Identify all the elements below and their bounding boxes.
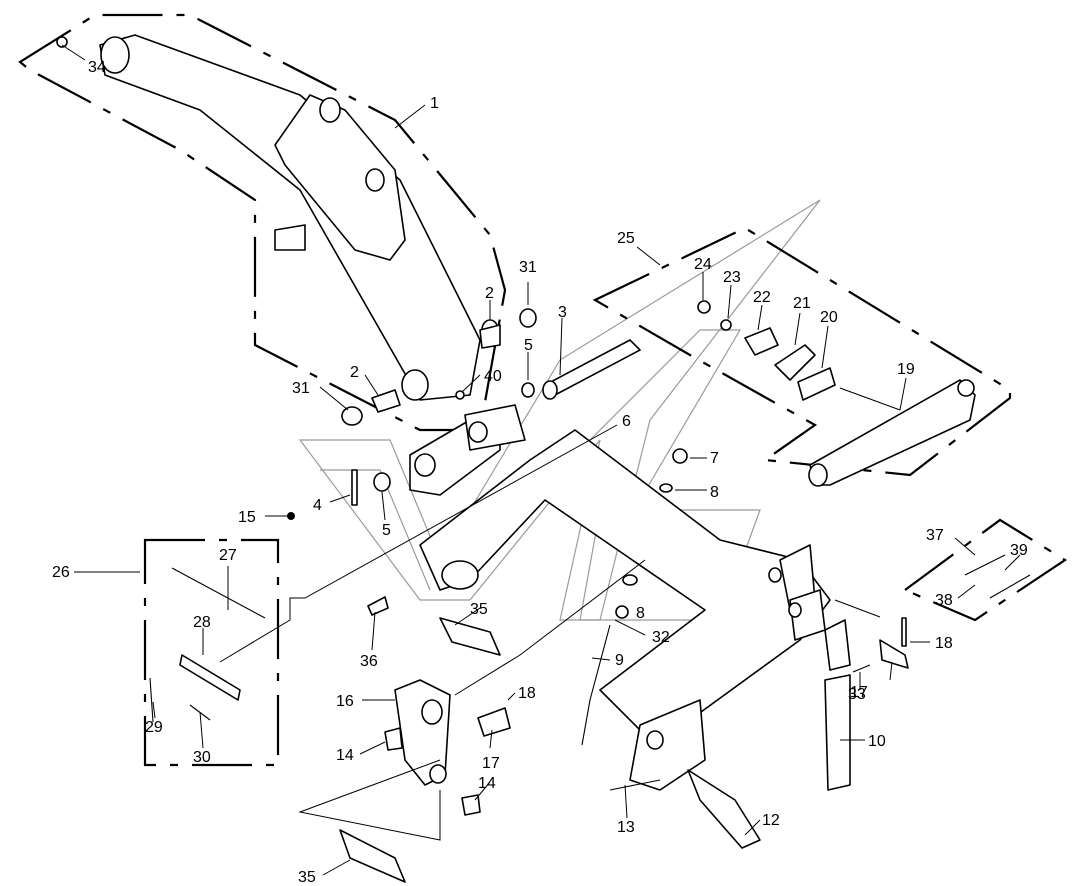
- label-30: 30: [193, 749, 211, 766]
- label-31: 31: [292, 380, 310, 397]
- label-3: 3: [558, 304, 567, 321]
- label-7: 7: [710, 450, 719, 467]
- label-38: 38: [935, 592, 953, 609]
- support-stand: [824, 619, 851, 791]
- label-39: 39: [1010, 542, 1028, 559]
- label-29: 29: [145, 719, 163, 736]
- label-28: 28: [193, 614, 211, 631]
- label-32: 32: [652, 629, 670, 646]
- label-13: 13: [617, 819, 635, 836]
- label-8: 8: [710, 484, 719, 501]
- label-1: 1: [430, 95, 439, 112]
- label-22: 22: [753, 289, 771, 306]
- label-4: 4: [313, 497, 322, 514]
- label-15: 15: [238, 509, 256, 526]
- link-assembly: [339, 596, 511, 883]
- label-33: 33: [848, 686, 866, 703]
- label-37: 37: [926, 527, 944, 544]
- spring-parts: [697, 300, 836, 401]
- label-12: 12: [762, 812, 780, 829]
- label-6: 6: [622, 413, 631, 430]
- label-18: 18: [935, 635, 953, 652]
- label-5: 5: [382, 522, 391, 539]
- label-10: 10: [868, 733, 886, 750]
- label-2: 2: [350, 364, 359, 381]
- label-31: 31: [519, 259, 537, 276]
- small-parts: [287, 308, 641, 520]
- group-outline-37: [902, 518, 1068, 622]
- label-26: 26: [52, 564, 70, 581]
- label-19: 19: [897, 361, 915, 378]
- label-2: 2: [485, 285, 494, 302]
- label-35: 35: [470, 601, 488, 618]
- upper-arm-assembly: [56, 34, 499, 401]
- lower-pins: [609, 617, 909, 849]
- group-outline-26: [143, 538, 280, 767]
- label-21: 21: [793, 295, 811, 312]
- label-24: 24: [694, 256, 712, 273]
- label-20: 20: [820, 309, 838, 326]
- label-25: 25: [617, 230, 635, 247]
- part-labels: 34 1 31 2 3 5 2 40 31 6 7 8 4 15 5 8 32 …: [52, 59, 1028, 886]
- label-36: 36: [360, 653, 378, 670]
- label-14: 14: [336, 747, 354, 764]
- main-frame: [409, 404, 831, 791]
- cylinder-assembly: [808, 379, 976, 487]
- accessory-parts: [149, 554, 1031, 723]
- label-23: 23: [723, 269, 741, 286]
- label-9: 9: [615, 652, 624, 669]
- label-27: 27: [219, 547, 237, 564]
- leader-lines: [61, 44, 1021, 876]
- hardware-parts: [581, 448, 688, 746]
- label-35: 35: [298, 869, 316, 886]
- label-8: 8: [636, 605, 645, 622]
- label-34: 34: [88, 59, 106, 76]
- label-16: 16: [336, 693, 354, 710]
- label-5: 5: [524, 337, 533, 354]
- label-40: 40: [484, 368, 502, 385]
- label-17: 17: [850, 684, 868, 701]
- label-17: 17: [482, 755, 500, 772]
- label-14: 14: [478, 775, 496, 792]
- label-18: 18: [518, 685, 536, 702]
